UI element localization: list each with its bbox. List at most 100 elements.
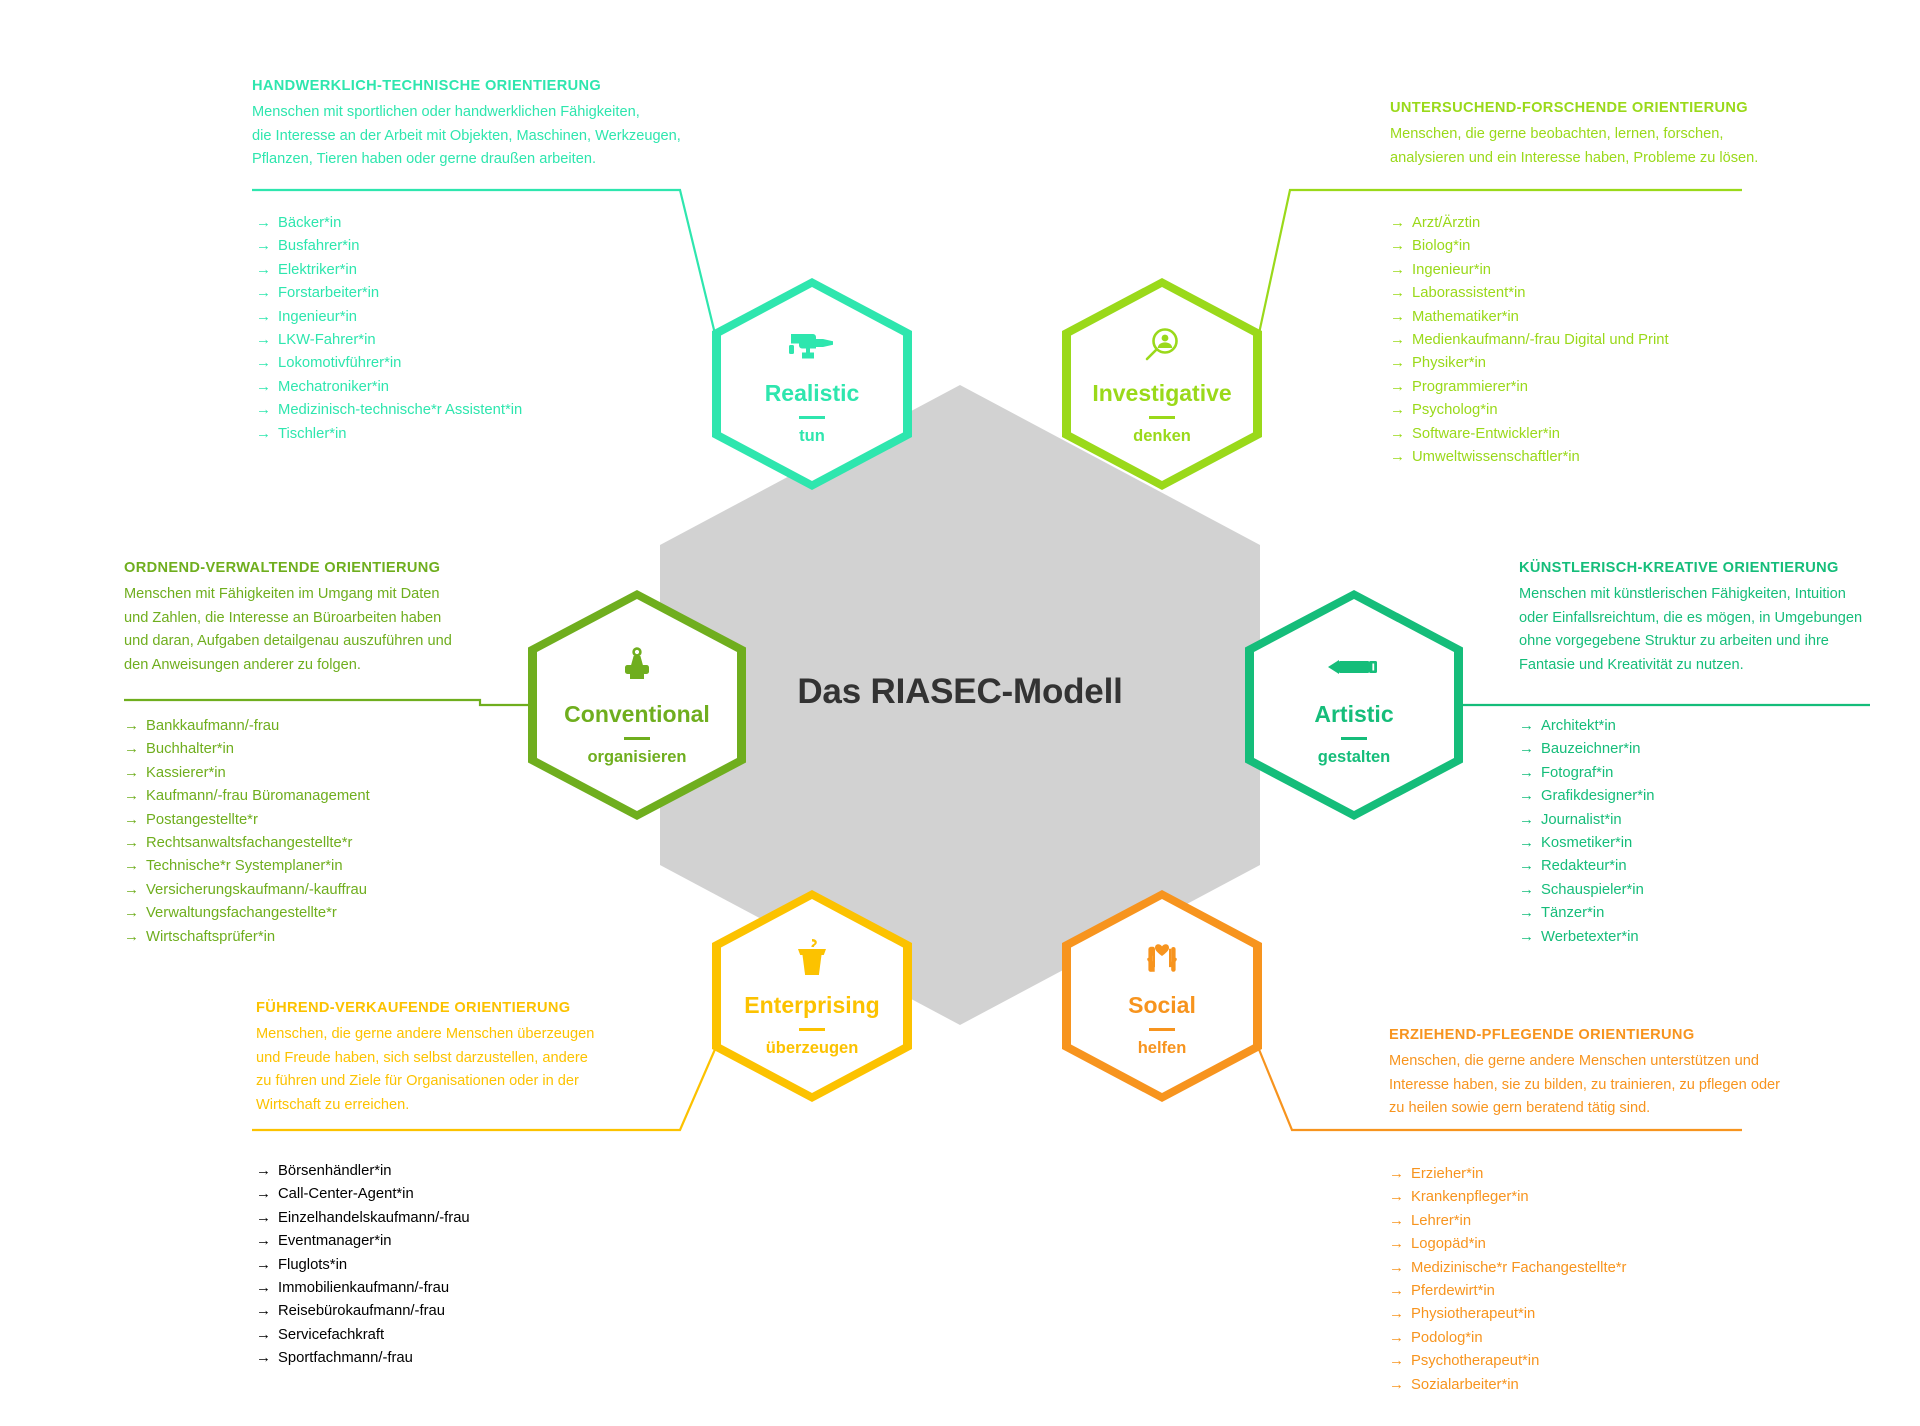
job-label: Sozialarbeiter*in: [1411, 1376, 1519, 1393]
joblist-item: →Medizinisch-technische*r Assistent*in: [256, 399, 522, 422]
joblist-item: →Logopäd*in: [1389, 1233, 1626, 1256]
joblist-item: →Werbetexter*in: [1519, 926, 1655, 949]
joblist-item: → Einzelhandelskaufmann/-frau: [256, 1207, 470, 1230]
joblist-item: →Physiker*in: [1390, 352, 1669, 375]
arrow-icon: →: [124, 904, 139, 922]
arrow-icon: →: [1390, 237, 1405, 255]
hexagon-artistic-label: Artistic: [1314, 700, 1394, 727]
joblist-item: →Börsenhändler*in: [256, 1160, 470, 1183]
block-realistic: HANDWERKLICH-TECHNISCHE ORIENTIERUNG Men…: [252, 78, 681, 172]
hexagon-social[interactable]: Social helfen: [1062, 890, 1262, 1102]
joblist-item: →Bäcker*in: [256, 212, 522, 235]
job-label: Laborassistent*in: [1412, 285, 1526, 302]
block-enterprising: FÜHREND-VERKAUFENDE ORIENTIERUNG Mensche…: [256, 1000, 594, 1117]
arrow-icon: →: [256, 1325, 271, 1343]
hexagon-investigative-border: [1062, 278, 1262, 490]
desc-line: Menschen mit künstlerischen Fähigkeiten,…: [1519, 586, 1846, 602]
joblist-item: →Sportfachmann/-frau: [256, 1347, 470, 1370]
joblist-item: →Versicherungskaufmann/-kauffrau: [124, 879, 370, 902]
hexagon-enterprising[interactable]: Enterprising überzeugen: [712, 890, 912, 1102]
job-label: Grafikdesigner*in: [1541, 788, 1655, 805]
joblist-item: →Psycholog*in: [1390, 399, 1669, 422]
joblist-item: →Biolog*in: [1390, 235, 1669, 258]
arrow-icon: →: [256, 1255, 271, 1273]
divider: [799, 1027, 825, 1031]
hexagon-artistic[interactable]: Artistic gestalten: [1245, 590, 1463, 820]
job-label: Börsenhändler*in: [278, 1163, 392, 1179]
arrow-icon: →: [1389, 1305, 1404, 1323]
joblist-investigative: →Arzt/Ärztin→Biolog*in→Ingenieur*in→Labo…: [1390, 212, 1669, 469]
job-label: Einzelhandelskaufmann/-frau: [278, 1209, 470, 1226]
divider: [1149, 415, 1175, 419]
hexagon-realistic[interactable]: Realistic tun: [712, 278, 912, 490]
arrow-icon: →: [256, 237, 271, 255]
arrow-icon: →: [1519, 834, 1534, 852]
arrow-icon: →: [256, 1279, 271, 1297]
job-label: Elektriker*in: [278, 261, 357, 278]
divider: [799, 415, 825, 419]
arrow-icon: →: [256, 1302, 271, 1320]
arrow-icon: →: [1519, 787, 1534, 805]
job-label: Pferdewirt*in: [1411, 1283, 1495, 1300]
arrow-icon: →: [124, 927, 139, 945]
job-label: Architekt*in: [1541, 718, 1616, 734]
job-label: Postangestellte*r: [146, 811, 258, 828]
joblist-item: →Technische*r Systemplaner*in: [124, 855, 370, 878]
joblist-item: →Elektriker*in: [256, 259, 522, 282]
arrow-icon: →: [1390, 284, 1405, 302]
job-label: Arzt/Ärztin: [1412, 215, 1481, 231]
joblist-item: → Sozialarbeiter*in: [1389, 1374, 1626, 1397]
arrow-icon: →: [1390, 354, 1405, 372]
joblist-item: → Verwaltungsfachangestellte*r: [124, 902, 370, 925]
joblist-item: →Redakteur*in: [1519, 855, 1655, 878]
job-label: Mathematiker*in: [1412, 308, 1519, 325]
joblist-item: →Kaufmann/-frau Büromanagement: [124, 785, 370, 808]
arrow-icon: →: [256, 1208, 271, 1226]
job-label: LKW-Fahrer*in: [278, 332, 376, 349]
hexagon-social-label: Social: [1128, 991, 1196, 1018]
joblist-item: →Erzieher*in: [1389, 1163, 1626, 1186]
joblist-item: →Bankkaufmann/-frau: [124, 715, 370, 738]
arrow-icon: →: [1389, 1375, 1404, 1393]
job-label: Forstarbeiter*in: [278, 285, 380, 302]
desc-line: Wirtschaft zu erreichen.: [256, 1096, 410, 1113]
arrow-icon: →: [1389, 1282, 1404, 1300]
hexagon-investigative[interactable]: Investigative denken: [1062, 278, 1262, 490]
arrow-icon: →: [124, 763, 139, 781]
job-label: Buchhalter*in: [146, 741, 235, 758]
joblist-item: →Kassierer*in: [124, 762, 370, 785]
arrow-icon: →: [256, 401, 271, 419]
arrow-icon: →: [1389, 1328, 1404, 1346]
joblist-artistic: →Architekt*in→Bauzeichner*in→Fotograf*in…: [1519, 715, 1655, 949]
job-label: Verwaltungsfachangestellte*r: [146, 905, 337, 922]
kicker-conventional: ORDNEND-VERWALTENDE ORIENTIERUNG: [124, 560, 441, 576]
hexagon-artistic-verb: gestalten: [1317, 747, 1391, 766]
arrow-icon: →: [256, 424, 271, 442]
desc-conventional: Menschen mit Fähigkeiten im Umgang mit D…: [124, 583, 452, 677]
job-label: Eventmanager*in: [278, 1233, 392, 1250]
joblist-item: →Physiotherapeut*in: [1389, 1303, 1626, 1326]
job-label: Technische*r Systemplaner*in: [146, 858, 343, 875]
arrow-icon: →: [1390, 260, 1405, 278]
joblist-item: →Immobilienkaufmann/-frau: [256, 1277, 470, 1300]
arrow-icon: →: [124, 787, 139, 805]
desc-enterprising: Menschen, die gerne andere Menschen über…: [256, 1023, 594, 1117]
joblist-item: →Krankenpfleger*in: [1389, 1186, 1626, 1209]
hexagon-conventional[interactable]: Conventional organisieren: [528, 590, 746, 820]
hexagon-social-border: [1062, 890, 1262, 1102]
desc-line: die Interesse an der Arbeit mit Objekten…: [252, 127, 681, 144]
joblist-item: →Reisebürokaufmann/-frau: [256, 1300, 470, 1323]
arrow-icon: →: [124, 834, 139, 852]
job-label: Ingenieur*in: [278, 308, 357, 325]
joblist-item: →Rechtsanwaltsfachangestellte*r: [124, 832, 370, 855]
joblist-item: →Programmierer*in: [1390, 376, 1669, 399]
stamp-icon: [619, 645, 655, 689]
hexagon-investigative-label: Investigative: [1092, 379, 1232, 406]
desc-line: Menschen, die gerne andere Menschen über…: [256, 1026, 595, 1042]
job-label: Software-Entwickler*in: [1412, 425, 1561, 442]
joblist-item: →Bauzeichner*in: [1519, 738, 1655, 761]
joblist-item: →Lehrer*in: [1389, 1210, 1626, 1233]
job-label: Psycholog*in: [1412, 402, 1498, 419]
desc-line: Fantasie und Kreativität zu nutzen.: [1519, 656, 1744, 673]
desc-line: Menschen, die gerne beobachten, lernen, …: [1390, 126, 1724, 142]
